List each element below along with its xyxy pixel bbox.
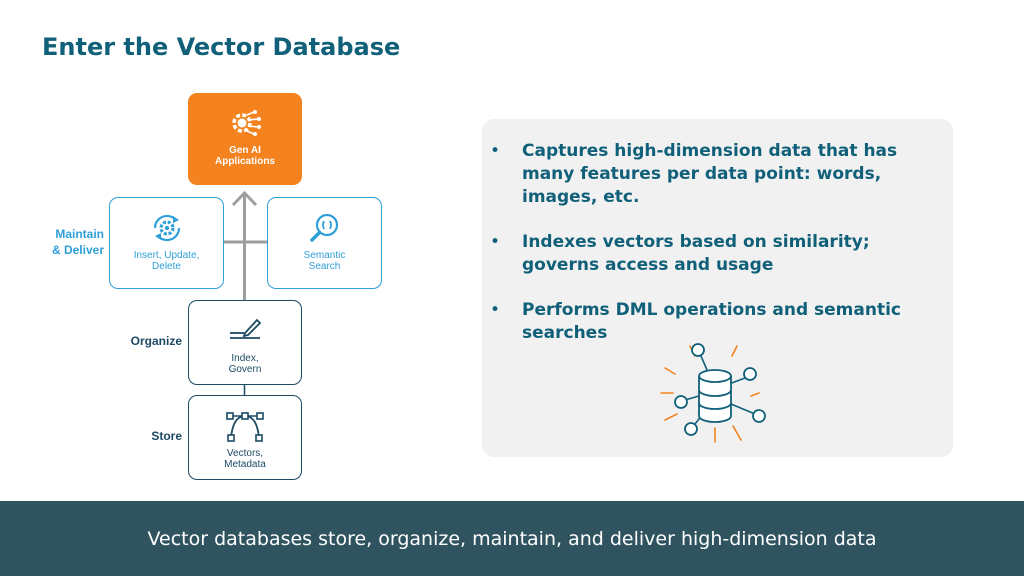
bullet-dot: •	[490, 232, 501, 252]
insert-update-delete-box: Insert, Update, Delete	[109, 197, 224, 289]
gear-network-icon	[228, 105, 262, 141]
arrow-head	[231, 190, 258, 207]
vectors-metadata-label: Vectors, Metadata	[224, 448, 266, 470]
insert-update-delete-label: Insert, Update, Delete	[133, 250, 200, 272]
bullet-dot: •	[490, 141, 501, 161]
maintain-deliver-label: Maintain & Deliver	[51, 227, 104, 257]
organize-label: Organize	[130, 334, 182, 348]
list-item: • Indexes vectors based on similarity; go…	[490, 231, 930, 277]
bullet-dot: •	[490, 300, 501, 320]
vector-db-diagram: Gen AI Applications Maintain & Deliver I…	[0, 0, 480, 500]
pen-lines-icon	[227, 313, 263, 349]
connector-lines	[222, 190, 267, 395]
index-govern-box: Index, Govern	[188, 300, 302, 385]
bullet-text: Indexes vectors based on similarity; gov…	[522, 232, 870, 275]
store-label: Store	[151, 429, 182, 443]
footer-banner: Vector databases store, organize, mainta…	[0, 501, 1024, 576]
list-item: • Captures high-dimension data that has m…	[490, 140, 930, 209]
footer-text: Vector databases store, organize, mainta…	[147, 527, 877, 550]
gear-refresh-icon	[149, 210, 185, 246]
database-network-icon	[660, 343, 766, 443]
list-item: • Performs DML operations and semantic se…	[490, 299, 930, 345]
index-govern-label: Index, Govern	[228, 353, 262, 375]
vector-path-icon	[225, 408, 265, 444]
bullet-text: Performs DML operations and semantic sea…	[522, 300, 901, 343]
semantic-search-label: Semantic Search	[303, 250, 346, 272]
vectors-metadata-box: Vectors, Metadata	[188, 395, 302, 480]
magnifier-icon	[307, 210, 343, 246]
semantic-search-box: Semantic Search	[267, 197, 382, 289]
bullet-text: Captures high-dimension data that has ma…	[522, 141, 898, 207]
page-title: Enter the Vector Database	[42, 33, 401, 61]
bullet-list: • Captures high-dimension data that has m…	[490, 140, 930, 367]
gen-ai-box: Gen AI Applications	[188, 93, 302, 185]
gen-ai-label: Gen AI Applications	[214, 145, 275, 167]
